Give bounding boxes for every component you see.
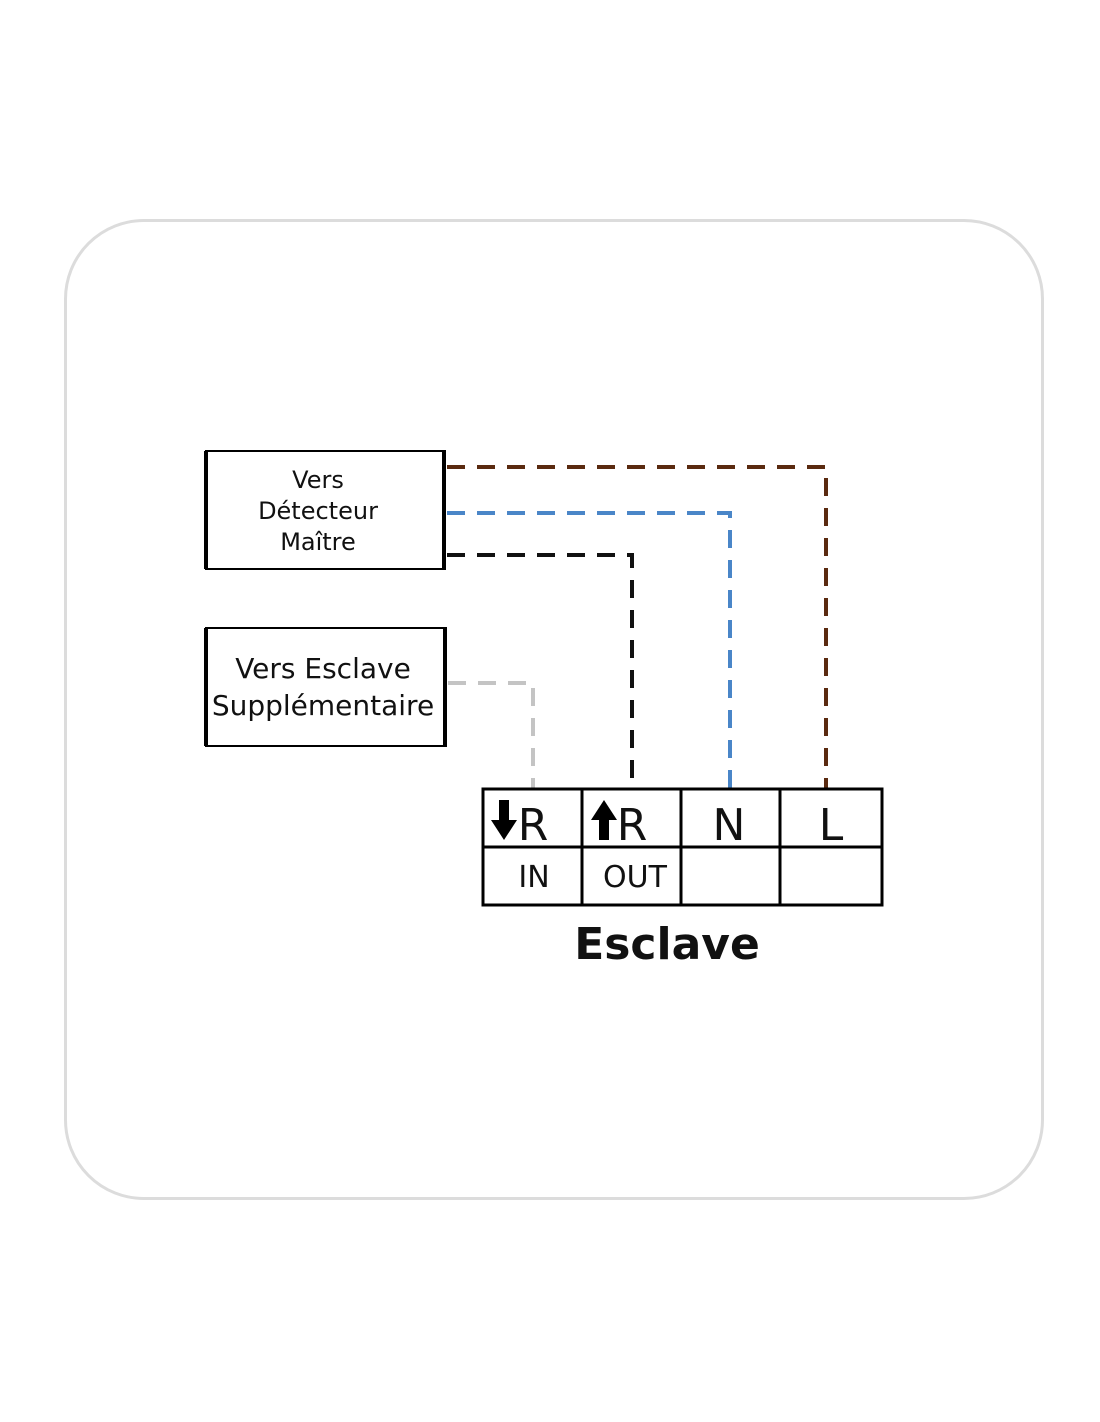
terminal-r-in: R bbox=[518, 800, 549, 851]
extra-slave-box: Vers Esclave Supplémentaire bbox=[204, 627, 447, 747]
extra-box-line-1: Vers Esclave bbox=[235, 652, 411, 685]
master-box-line-2: Détecteur bbox=[258, 497, 378, 525]
arrow-up-icon bbox=[591, 800, 617, 840]
master-box-line-3: Maître bbox=[280, 528, 356, 556]
wire-brown-live bbox=[447, 465, 828, 788]
terminal-l: L bbox=[819, 800, 844, 851]
terminal-r-out: R bbox=[617, 800, 648, 851]
diagram-card bbox=[64, 219, 1044, 1200]
terminal-block: R R N L IN OUT bbox=[481, 787, 884, 907]
terminal-label-in: IN bbox=[518, 860, 549, 895]
arrow-down-icon bbox=[491, 800, 517, 840]
master-box-line-1: Vers bbox=[292, 466, 344, 494]
wire-black-r-out bbox=[447, 553, 634, 788]
wire-blue-neutral bbox=[447, 511, 732, 788]
master-detector-box: Vers Détecteur Maître bbox=[204, 450, 446, 570]
wire-gray-r-in bbox=[448, 681, 535, 788]
terminal-label-out: OUT bbox=[603, 860, 668, 895]
diagram-title: Esclave bbox=[574, 919, 760, 970]
terminal-n: N bbox=[713, 800, 746, 851]
extra-box-line-2: Supplémentaire bbox=[212, 689, 434, 722]
